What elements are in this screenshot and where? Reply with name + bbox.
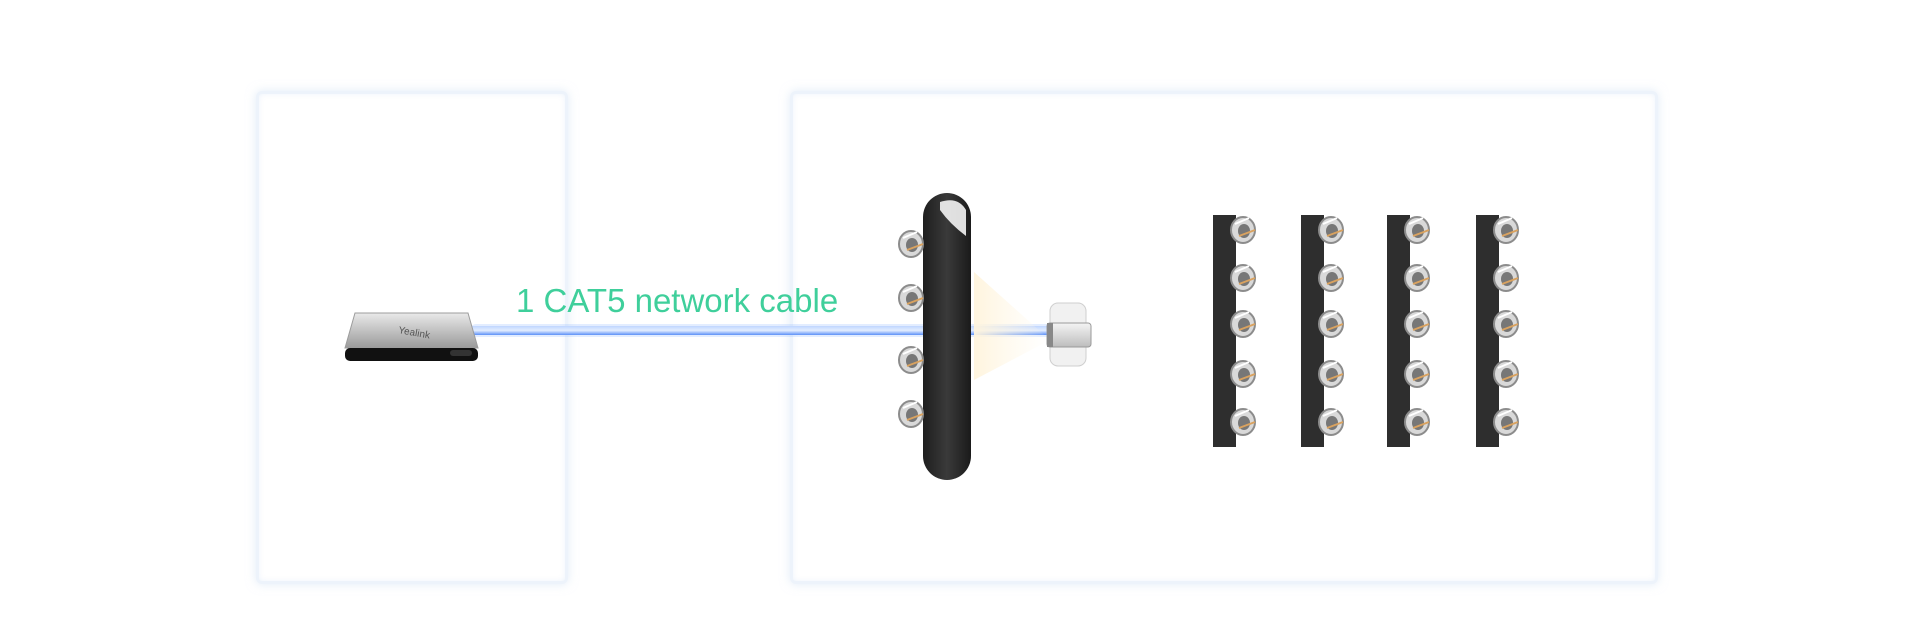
cat5-cable [470, 324, 1060, 337]
camera-icon [1046, 302, 1092, 367]
mic-column-4 [1476, 215, 1519, 447]
cable-label: 1 CAT5 network cable [516, 282, 839, 319]
mic-column-3 [1387, 215, 1430, 447]
codec-box-icon: Yealink [344, 312, 479, 361]
camera-view-beam [974, 272, 1050, 380]
mic-column-1 [1213, 215, 1256, 447]
speaker-bar [923, 193, 971, 480]
mic-column-2 [1301, 215, 1344, 447]
